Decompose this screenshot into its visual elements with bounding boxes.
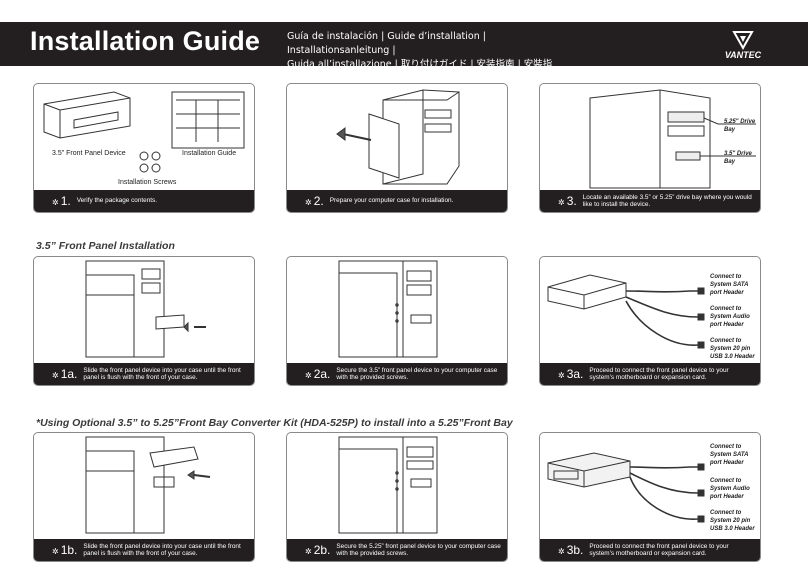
connect-cables-converter-illustration [547,452,705,523]
connect-sata-label: Connect to System SATA port Header [710,444,749,466]
step-number: 3. [566,194,577,208]
step-bar-2a: ✲2a. Secure the 3.5” front panel device t… [287,363,507,385]
step-card-2b: ✲2b. Secure the 5.25” front panel device … [286,432,508,562]
step-bar-3: ✲3. Locate an available 3.5” or 5.25” dri… [540,190,760,212]
gear-icon: ✲ [305,371,312,380]
gear-icon: ✲ [305,198,312,207]
step-text: Locate an available 3.5” or 5.25” drive … [582,193,752,209]
step-card-3b: Connect to System SATA port Header Conne… [539,432,761,562]
page-title: Installation Guide [30,26,261,56]
step-bar-1b: ✲1b. Slide the front panel device into yo… [34,539,254,561]
brand-name: VANTEC [725,50,762,60]
step-card-1b: ✲1b. Slide the front panel device into yo… [33,432,255,562]
section-heading-converter: *Using Optional 3.5” to 5.25”Front Bay C… [36,417,513,429]
step-text: Secure the 5.25” front panel device to y… [336,542,501,558]
step-card-3: 5.25" Drive Bay 3.5" Drive Bay ✲3. Locate… [539,83,761,213]
step-text: Proceed to connect the front panel devic… [589,542,729,558]
gear-icon: ✲ [558,371,565,380]
prepare-case-illustration [336,89,460,185]
step-text: Slide the front panel device into your c… [83,542,241,558]
step-card-3a: Connect to System SATA port Header Conne… [539,256,761,386]
step-number: 3b. [566,543,584,557]
package-contents-illustration [43,91,245,173]
front-panel-device-label: 3.5" Front Panel Device [52,150,126,157]
installation-screws-label: Installation Screws [118,179,177,186]
connect-audio-label: Connect to System Audio port Header [710,306,750,328]
header-bar: Installation Guide Guía de instalación |… [0,22,808,84]
connect-usb-label: Connect to System 20 pin USB 3.0 Header [710,338,755,360]
gear-icon: ✲ [558,547,565,556]
drive-bay-35-label: 3.5" Drive Bay [724,151,752,165]
step-number: 1a. [60,367,78,381]
step-number: 2. [313,194,324,208]
locate-bay-illustration [589,89,756,189]
gear-icon: ✲ [305,547,312,556]
step-card-2: ✲2. Prepare your computer case for instal… [286,83,508,213]
section-heading-front-panel: 3.5” Front Panel Installation [36,240,175,252]
installation-guide-label: Installation Guide [182,150,237,157]
step-card-1: 3.5" Front Panel Device Installation Gui… [33,83,255,213]
step-number: 1. [60,194,71,208]
step-bar-2b: ✲2b. Secure the 5.25” front panel device … [287,539,507,561]
step-bar-3a: ✲3a. Proceed to connect the front panel d… [540,363,760,385]
connect-cables-illustration [547,274,705,349]
step-bar-3b: ✲3b. Proceed to connect the front panel d… [540,539,760,561]
connect-usb-label: Connect to System 20 pin USB 3.0 Header [710,510,755,532]
gear-icon: ✲ [52,371,59,380]
vantec-logo-icon: VANTEC [712,28,774,60]
drive-bay-525-label: 5.25" Drive Bay [724,119,756,133]
connect-sata-label: Connect to System SATA port Header [710,274,749,296]
language-list: Guía de instalación | Guide d’installati… [287,30,557,86]
slide-device-illustration [85,260,206,358]
step-text: Verify the package contents. [76,197,158,205]
step-card-2a: ✲2a. Secure the 3.5” front panel device t… [286,256,508,386]
step-number: 1b. [60,543,78,557]
step-card-1a: ✲1a. Slide the front panel device into yo… [33,256,255,386]
step-bar-2: ✲2. Prepare your computer case for instal… [287,190,507,212]
secure-converter-illustration [338,436,438,534]
step-text: Secure the 3.5” front panel device to yo… [336,366,498,382]
step-text: Slide the front panel device into your c… [83,366,241,382]
gear-icon: ✲ [52,547,59,556]
step-bar-1: ✲1. Verify the package contents. [34,190,254,212]
languages-line-1: Guía de instalación | Guide d’installati… [287,31,486,56]
step-text: Prepare your computer case for installat… [329,197,454,205]
step-number: 2a. [313,367,331,381]
step-number: 3a. [566,367,584,381]
languages-line-2: Guida all’installazione | 取り付けガイド | 安装指南… [287,59,553,84]
step-text: Proceed to connect the front panel devic… [589,366,729,382]
secure-device-illustration [338,260,438,358]
step-bar-1a: ✲1a. Slide the front panel device into yo… [34,363,254,385]
connect-audio-label: Connect to System Audio port Header [710,478,750,500]
gear-icon: ✲ [558,198,565,207]
slide-device-converter-illustration [85,436,211,534]
step-number: 2b. [313,543,331,557]
gear-icon: ✲ [52,198,59,207]
